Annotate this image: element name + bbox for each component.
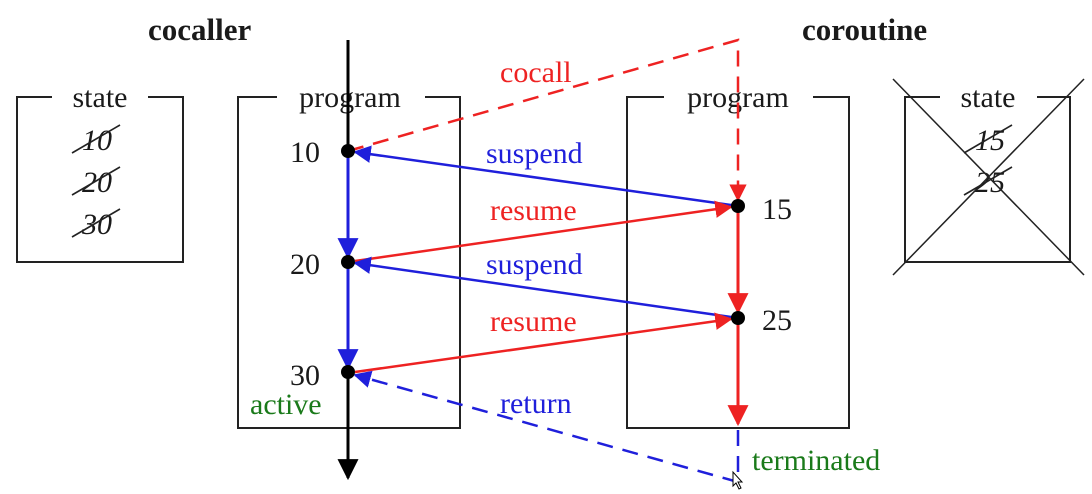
suspend-label: suspend <box>486 137 583 170</box>
cocaller-title: cocaller <box>148 12 252 47</box>
program-line-number: 20 <box>290 248 320 281</box>
cocaller-state-value: 30 <box>81 208 112 241</box>
terminated-label: terminated <box>752 444 880 477</box>
coroutine-state-label: state <box>961 81 1016 114</box>
resume-label: resume <box>490 305 577 338</box>
suspend-label: suspend <box>486 248 583 281</box>
return-label: return <box>500 387 572 420</box>
cocall-arrow <box>347 38 747 202</box>
program-line-number: 25 <box>762 304 792 337</box>
strike-line <box>71 124 121 154</box>
cocall-label: cocall <box>500 56 572 89</box>
program-point <box>341 144 355 158</box>
active-label: active <box>250 388 322 421</box>
program-line-number: 30 <box>290 359 320 392</box>
coroutine-state-box: state 15 25 <box>892 78 1085 276</box>
program-line-number: 10 <box>290 136 320 169</box>
program-point <box>341 365 355 379</box>
mouse-cursor-icon <box>732 470 744 490</box>
strike-line <box>71 208 121 238</box>
strike-line <box>71 166 121 196</box>
cocaller-state-value: 10 <box>82 124 112 157</box>
program-line-number: 15 <box>762 193 792 226</box>
strike-line <box>963 166 1013 196</box>
coroutine-state-value: 25 <box>975 166 1005 199</box>
program-point <box>731 199 745 213</box>
resume-label: resume <box>490 194 577 227</box>
cocaller-state-label: state <box>73 81 128 114</box>
cocaller-state-value: 20 <box>82 166 112 199</box>
coroutine-state-value: 15 <box>975 124 1005 157</box>
cocaller-program-box: program 10 20 30 <box>237 81 461 429</box>
resume-arrow <box>354 312 733 374</box>
strike-line <box>963 124 1013 154</box>
program-point <box>731 311 745 325</box>
cocaller-state-box: state 10 20 30 <box>16 81 184 263</box>
coroutine-title: coroutine <box>802 12 927 47</box>
cocaller-program-label: program <box>299 81 401 114</box>
program-point <box>341 255 355 269</box>
suspend-arrow <box>353 145 739 208</box>
suspend-arrow <box>353 256 739 320</box>
resume-arrow <box>354 200 733 263</box>
cross-line <box>892 78 1085 276</box>
